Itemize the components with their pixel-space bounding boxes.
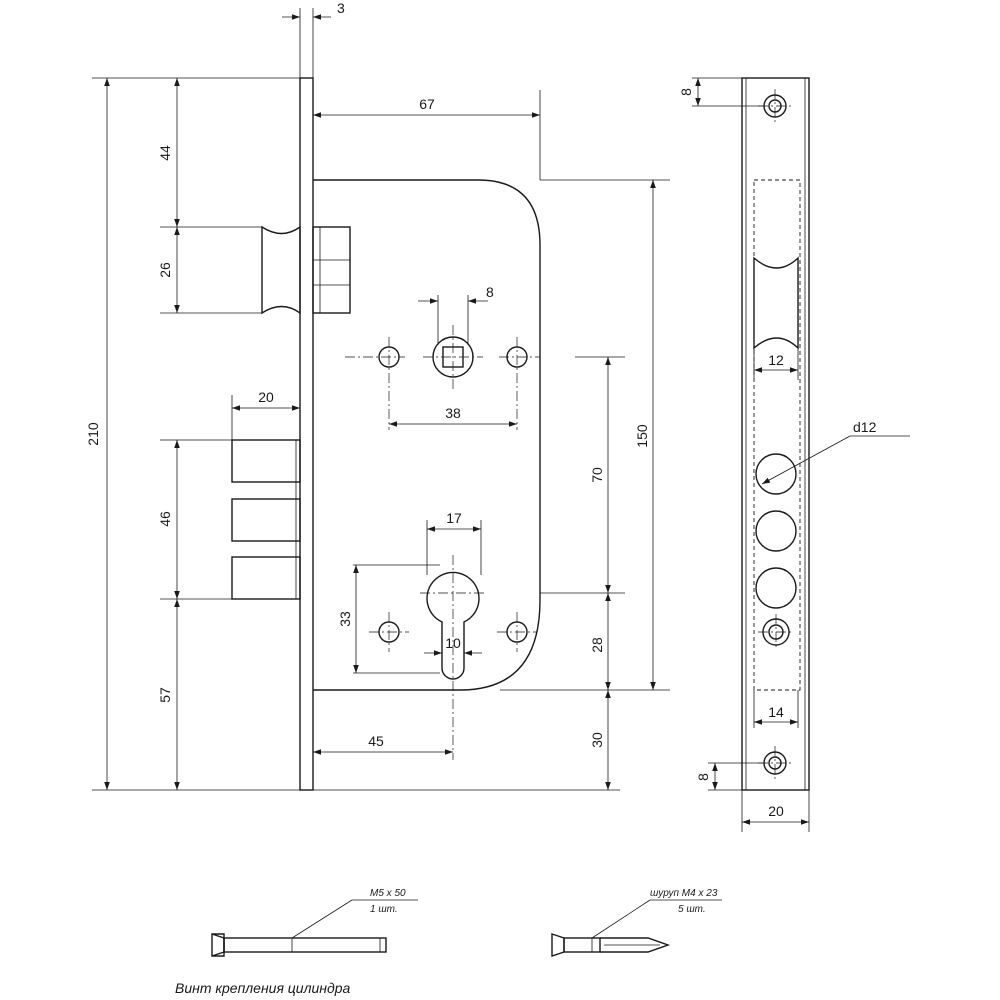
upper-screw-holes [345,337,540,430]
dim-screw-spacing: 38 [445,405,461,421]
cylinder-screw-spec: M5 x 50 [370,888,406,899]
wood-screw-qty: 5 шт. [678,904,706,915]
dim-face-bottom-hole: 8 [695,773,711,781]
wood-screw: шуруп M4 x 23 5 шт. [551,888,722,957]
cylinder-screw: M5 x 50 1 шт. [211,888,418,957]
lock-faceplate-view: 12 d12 14 [678,77,910,832]
extension-lines [92,8,670,791]
dim-cylinder-slot: 10 [445,635,461,651]
dim-bottom-offset: 30 [589,732,605,748]
bolt-holes [755,453,797,609]
dim-cylinder-to-bottom: 28 [589,637,605,653]
dim-center-distance: 70 [589,467,605,483]
dim-faceplate-width: 20 [768,803,784,819]
dim-latch-height: 26 [157,262,173,278]
lock-body [313,179,541,691]
dim-bottom-to-bolt: 57 [157,687,173,703]
dim-faceplate-thickness: 3 [337,0,345,16]
dim-bolt-hole-diameter: d12 [853,419,877,435]
middle-mounting-hole [758,614,794,650]
cylinder-cutout [420,555,486,760]
dim-cylinder-height: 33 [337,611,353,627]
dim-backset-width: 67 [419,96,435,112]
latch-window-outline [753,179,801,691]
latch-window [753,256,799,350]
faceplate [299,77,314,791]
dim-bottom-window: 14 [768,704,784,720]
dim-body-height: 150 [634,424,650,448]
wood-screw-spec: шуруп M4 x 23 [650,888,718,899]
latch-bolt [261,225,351,315]
dead-bolts [231,439,301,600]
faceplate-front [741,77,810,791]
dim-cylinder-width: 17 [446,510,462,526]
cylinder-screw-qty: 1 шт. [370,904,398,915]
dim-latch-throw: 20 [258,389,274,405]
cylinder-screw-caption: Винт крепления цилиндра [175,980,351,996]
dim-cylinder-backset: 45 [368,733,384,749]
dim-bolt-span: 46 [157,511,173,527]
lock-side-view: 3 67 210 44 26 46 57 20 8 38 17 33 [85,0,670,791]
dim-spindle-square: 8 [486,284,494,300]
dim-total-height: 210 [85,422,101,446]
dim-face-top-hole: 8 [678,88,694,96]
spindle-hub [423,325,483,390]
dim-top-to-latch: 44 [157,145,173,161]
dim-latch-window: 12 [768,352,784,368]
lower-screw-holes [369,612,537,652]
